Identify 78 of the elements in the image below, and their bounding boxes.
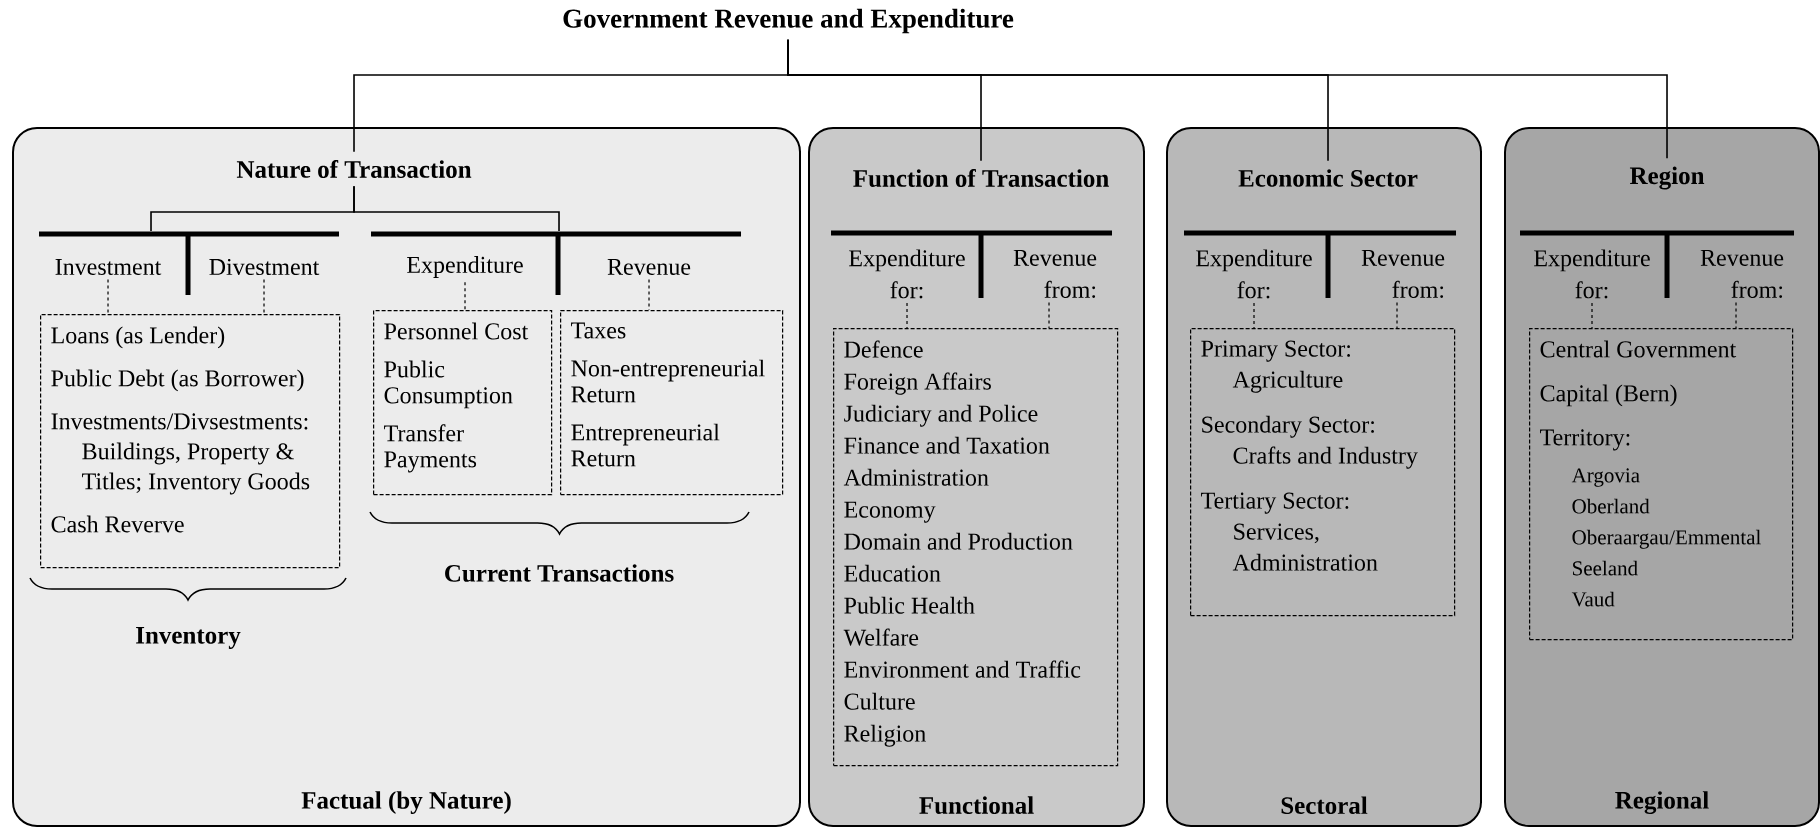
list-item: Territory:	[1540, 429, 1630, 451]
list-item: Public Consumption	[384, 360, 513, 409]
item-list-box	[1190, 328, 1456, 617]
panel-heading: Economic Sector	[1238, 169, 1418, 187]
list-item: Defence	[844, 340, 923, 358]
list-item: Vaud	[1571, 591, 1615, 607]
list-item: Argovia	[1571, 468, 1640, 487]
column-label: Divestment	[209, 258, 320, 276]
list-item: Administration	[843, 468, 989, 486]
panel-heading: Function of Transaction	[853, 169, 1109, 187]
connector-line	[107, 278, 109, 315]
list-item: Domain and Production	[844, 532, 1073, 550]
column-label: Revenue from:	[1700, 249, 1784, 299]
item-list-box	[40, 314, 341, 569]
connector-line	[1396, 301, 1398, 329]
brace-label: Inventory	[136, 627, 241, 649]
heading-bar	[371, 231, 741, 237]
connector-line	[1735, 301, 1737, 329]
heading-bar	[39, 231, 339, 237]
diagram-title: Government Revenue and Expenditure	[563, 8, 1014, 34]
column-label: Revenue from:	[1013, 249, 1097, 299]
list-item: Loans (as Lender)	[51, 326, 225, 349]
list-item: Primary Sector:	[1201, 340, 1350, 362]
column-label: Revenue from:	[1361, 249, 1445, 299]
connector-line	[464, 281, 466, 311]
connector-line	[1591, 302, 1593, 329]
column-label: Revenue	[607, 259, 691, 275]
list-item: Services, Administration	[1232, 523, 1378, 571]
connector-line	[353, 185, 560, 232]
list-item: Secondary Sector:	[1202, 415, 1374, 438]
column-label: Investment	[55, 259, 162, 275]
column-label: Expenditure for:	[1534, 249, 1650, 299]
connector-line	[1048, 301, 1050, 329]
list-item: Investments/Divsestments:	[51, 413, 308, 430]
item-list-box	[373, 310, 553, 496]
list-item: Finance and Taxation	[844, 436, 1050, 454]
list-item: Seeland	[1573, 560, 1638, 576]
list-item: Tertiary Sector:	[1201, 492, 1349, 514]
item-list-box	[560, 310, 784, 496]
heading-bar	[1520, 230, 1794, 236]
list-item: Entrepreneurial Return	[571, 423, 720, 467]
list-item: Cash Reverve	[51, 515, 184, 533]
list-item: Public Debt (as Borrower)	[51, 369, 304, 392]
list-item: Welfare	[843, 628, 919, 646]
list-item: Foreign Affairs	[844, 372, 991, 395]
list-item: Buildings, Property & Titles; Inventory Goods	[82, 442, 310, 495]
list-item: Non-entrepreneurial Return	[571, 359, 765, 403]
heading-bar	[831, 230, 1112, 236]
connector-line	[787, 38, 1668, 159]
list-item: Capital (Bern)	[1540, 384, 1677, 407]
connector-line	[263, 278, 265, 315]
column-label: Expenditure	[407, 256, 523, 278]
list-item: Agriculture	[1232, 370, 1343, 393]
brace-label: Current Transactions	[445, 564, 674, 582]
panel-heading: Nature of Transaction	[236, 160, 472, 178]
connector-line	[1253, 302, 1255, 329]
list-item: Education	[844, 564, 941, 582]
list-item: Environment and Traffic	[844, 660, 1081, 678]
list-item: Taxes	[571, 322, 626, 339]
list-item: Central Government	[1540, 340, 1737, 358]
panel-heading: Region	[1629, 166, 1705, 190]
connector-line	[906, 302, 908, 329]
list-item: Judiciary and Police	[844, 404, 1038, 427]
list-item: Personnel Cost	[384, 322, 529, 340]
heading-bar	[1184, 230, 1456, 236]
list-item: Transfer Payments	[384, 424, 477, 473]
list-item: Crafts and Industry	[1233, 446, 1418, 469]
column-label: Expenditure for:	[1196, 249, 1312, 299]
list-item: Oberaargau/Emmental	[1572, 529, 1761, 549]
list-item: Culture	[844, 692, 915, 710]
list-item: Economy	[844, 501, 936, 523]
item-list-box	[833, 328, 1119, 767]
column-label: Expenditure for:	[849, 249, 965, 299]
list-item: Public Health	[844, 596, 975, 614]
connector-line	[648, 278, 650, 311]
item-list-box	[1529, 328, 1794, 641]
list-item: Religion	[844, 724, 926, 747]
list-item: Oberland	[1572, 498, 1650, 514]
